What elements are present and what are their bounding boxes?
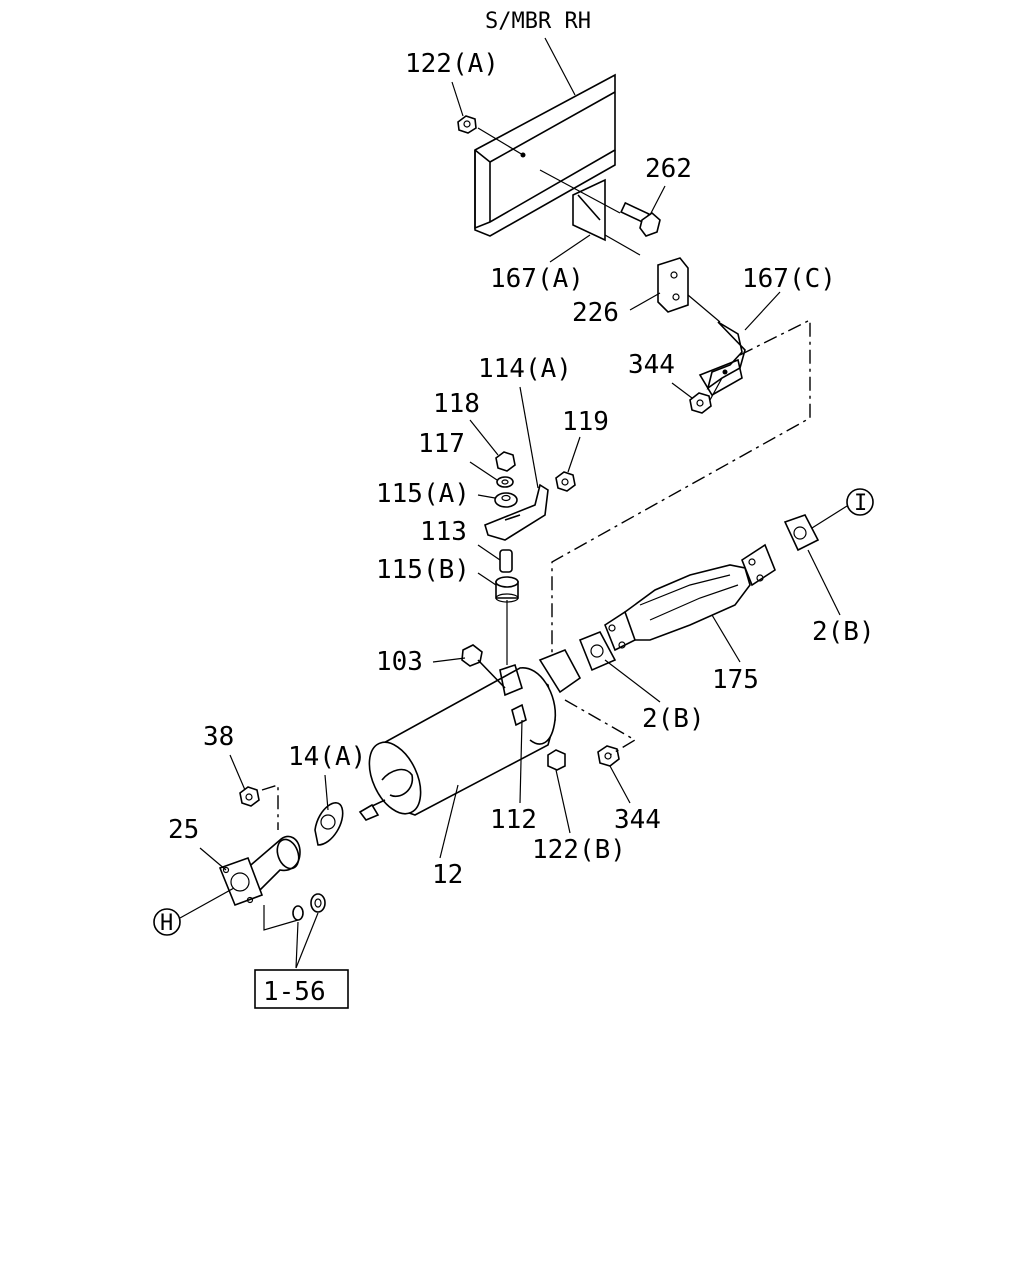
callout-117: 117: [418, 429, 465, 459]
callout-25: 25: [168, 815, 199, 845]
callout-119: 119: [562, 407, 609, 437]
callout-118: 118: [433, 389, 480, 419]
catalytic-converter-175: [604, 543, 776, 652]
callout-114a: 114(A): [478, 354, 572, 384]
block-226: [657, 257, 689, 313]
callout-262: 262: [645, 154, 692, 184]
nut-38: [239, 786, 260, 807]
frame-leader: [544, 37, 576, 96]
nut-119: [555, 471, 576, 492]
bushing-115a: [494, 492, 518, 508]
connector-i: I: [846, 488, 874, 516]
hanger-167c: [698, 321, 746, 397]
callout-2b-right: 2(B): [812, 617, 875, 647]
callout-38: 38: [203, 722, 234, 752]
svg-text:I: I: [854, 491, 867, 516]
muffler-12: [358, 648, 582, 821]
collar-113: [499, 549, 513, 573]
callout-226: 226: [572, 298, 619, 328]
nut-344-bottom: [597, 745, 620, 767]
bracket-114a: [484, 483, 549, 541]
callout-112: 112: [490, 805, 537, 835]
callout-175: 175: [712, 665, 759, 695]
bushing-115b: [495, 576, 519, 603]
callout-344-bottom: 344: [614, 805, 661, 835]
washers-1-56: [292, 893, 326, 921]
svg-text:1-56: 1-56: [263, 977, 326, 1007]
callout-115b: 115(B): [376, 555, 470, 585]
bolt-262: [620, 201, 661, 237]
nut-122a: [457, 115, 477, 134]
callout-115a: 115(A): [376, 479, 470, 509]
stay-112: [499, 663, 527, 727]
callout-2b-mid: 2(B): [642, 704, 705, 734]
bracket-167a: [572, 178, 606, 242]
bolt-103: [461, 644, 506, 689]
gasket-14a: [314, 802, 344, 846]
callout-103: 103: [376, 647, 423, 677]
callout-113: 113: [420, 517, 467, 547]
callout-167a: 167(A): [490, 264, 584, 294]
svg-text:H: H: [160, 911, 173, 936]
gasket-2b-right: [783, 514, 820, 552]
callout-14a: 14(A): [288, 742, 366, 772]
nut-118: [495, 451, 516, 472]
frame-label: S/MBR RH: [485, 9, 591, 34]
callout-122a: 122(A): [405, 49, 499, 79]
callout-344-top: 344: [628, 350, 675, 380]
tail-pipe-25: [218, 835, 301, 907]
nut-122b: [547, 749, 566, 771]
reference-box-1-56[interactable]: 1-56: [254, 969, 349, 1009]
washer-117: [496, 476, 514, 488]
callout-167c: 167(C): [742, 264, 836, 294]
nut-344-top: [689, 392, 712, 414]
connector-h: H: [153, 908, 181, 936]
callout-122b: 122(B): [532, 835, 626, 865]
routing-dash-lower: [564, 699, 637, 756]
callout-12: 12: [432, 860, 463, 890]
